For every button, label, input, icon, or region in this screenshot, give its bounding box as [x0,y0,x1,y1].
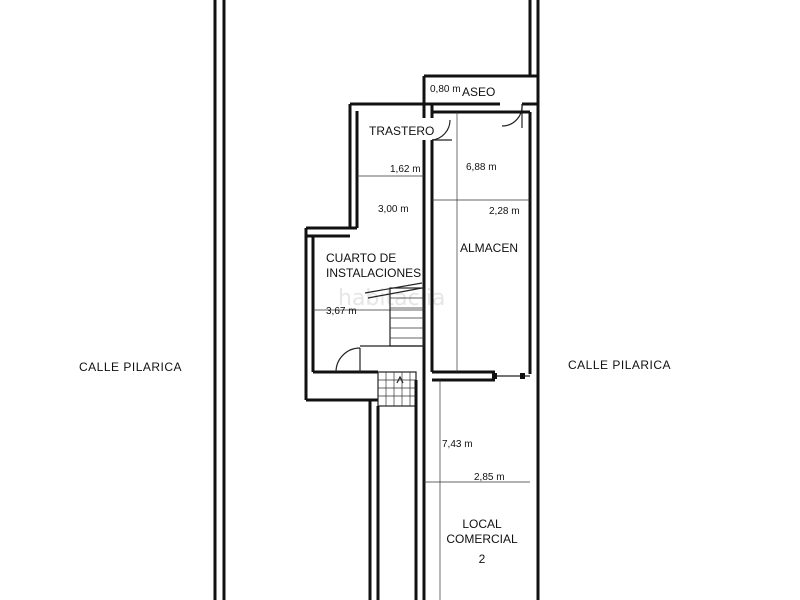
trastero-length-dim: 3,00 m [378,204,409,215]
aseo-label: ASEO [462,85,495,99]
cuarto-label-line2: INSTALACIONES [326,266,421,280]
almacen-label: ALMACEN [460,241,518,255]
local-label-line1: LOCAL [462,517,502,531]
street-label-right: CALLE PILARICA [568,358,671,372]
aseo-room [422,74,538,128]
trastero-width-dim: 1,62 m [390,164,421,175]
local-label-line2: COMERCIAL [446,532,518,546]
local-width-dim: 2,85 m [474,472,505,483]
local-label-line3: 2 [479,552,486,566]
local-comercial-room [424,380,530,600]
almacen-width-dim: 2,28 m [489,206,520,217]
street-label-left: CALLE PILARICA [79,360,182,374]
almacen-length-dim: 6,88 m [466,162,497,173]
trastero-room [348,102,452,380]
aseo-width-dim: 0,80 m [430,84,461,95]
outer-walls [213,0,540,600]
cuarto-label-line1: CUARTO DE [326,251,396,265]
cuarto-instalaciones-room [304,226,424,402]
local-length-dim: 7,43 m [442,439,473,450]
corridor [368,380,426,600]
cuarto-length-dim: 3,67 m [326,306,357,317]
almacen-room [432,110,532,382]
watermark: habitaclia [338,286,445,311]
trastero-label: TRASTERO [369,124,434,138]
staircase [360,287,425,407]
